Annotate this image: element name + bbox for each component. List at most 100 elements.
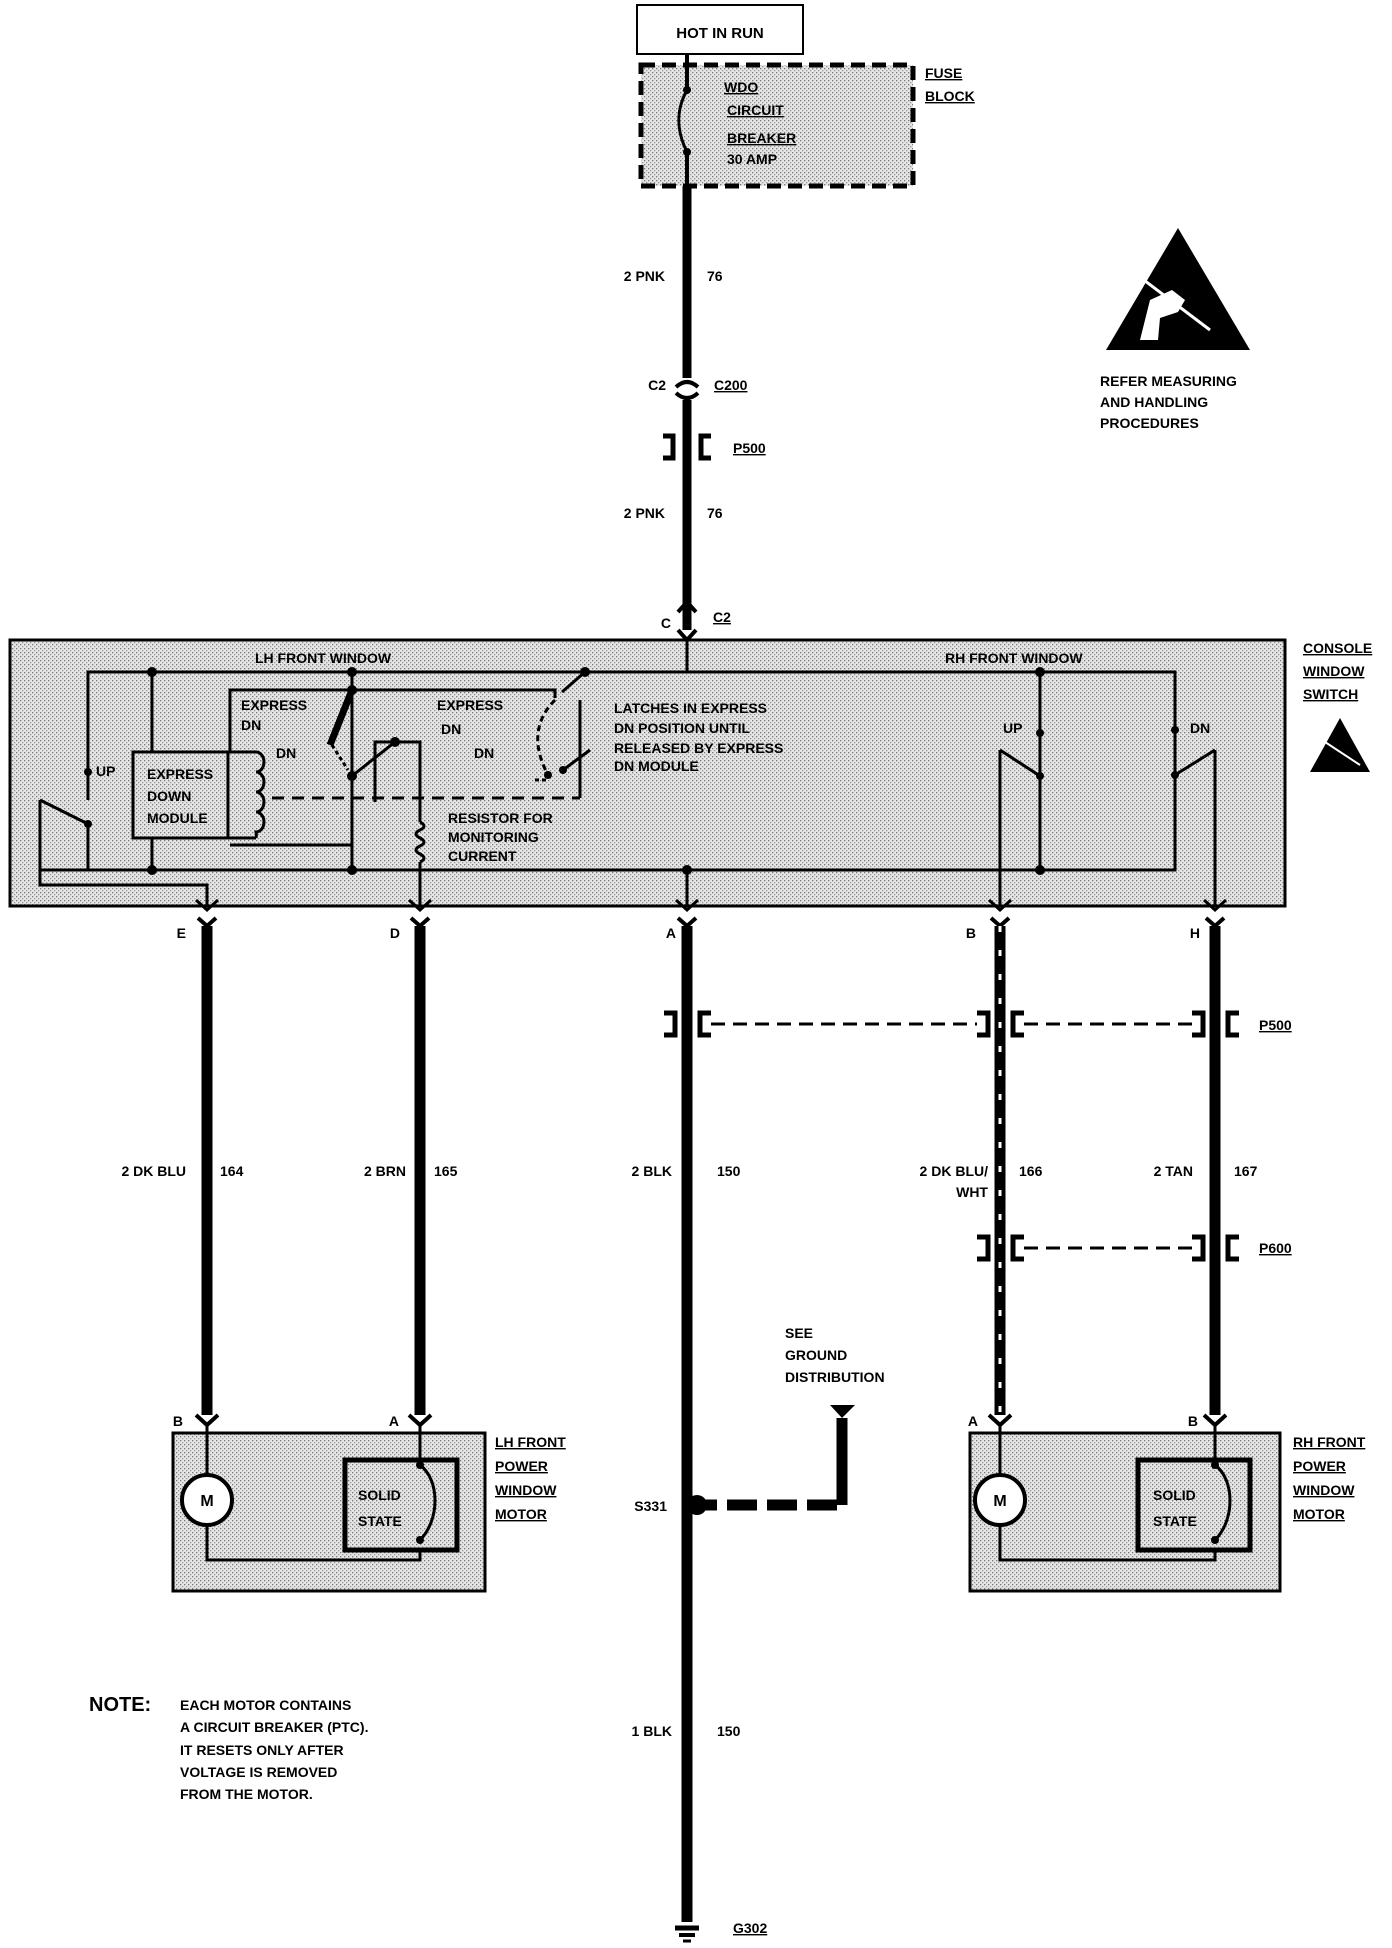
rh-dn-label: DN — [1190, 720, 1210, 736]
module-line-3: MODULE — [147, 810, 208, 826]
rh-up-label: UP — [1003, 720, 1022, 736]
rh-front-power-window-motor: A B M SOLID STATE RH FRONT POWER WINDOW … — [968, 1413, 1366, 1593]
note-line-1: EACH MOTOR CONTAINS — [180, 1697, 351, 1713]
lh-motor-symbol: M — [200, 1493, 213, 1510]
wire-d-pin: D — [390, 925, 400, 941]
ground-wire-circuit: 150 — [717, 1723, 741, 1739]
rh-solid-state-1: SOLID — [1153, 1487, 1196, 1503]
latch-note-3: RELEASED BY EXPRESS — [614, 740, 783, 756]
feed-upper-circuit: 76 — [707, 268, 723, 284]
motor-icon — [973, 1473, 1027, 1527]
rh-motor-name-3: WINDOW — [1293, 1482, 1355, 1498]
ground-icon — [675, 1925, 699, 1943]
lh-up-label: UP — [96, 763, 115, 779]
lh-solid-state-1: SOLID — [358, 1487, 401, 1503]
resistor-note-2: MONITORING — [448, 829, 539, 845]
ptc-breaker-icon — [1213, 1463, 1232, 1542]
p500-top-label: P500 — [733, 440, 766, 456]
lh-motor-pin-a: A — [389, 1413, 399, 1429]
lh-window-title: LH FRONT WINDOW — [255, 650, 392, 666]
see-line-1: SEE — [785, 1325, 813, 1341]
fuse-block-name-2: BLOCK — [925, 88, 975, 104]
express-dn-2-line-1: EXPRESS — [437, 697, 503, 713]
rh-motor-pin-a: A — [968, 1413, 978, 1429]
wire-d-circuit: 165 — [434, 1163, 458, 1179]
wire-b-pin: B — [966, 925, 976, 941]
wire-e-gauge: 2 DK BLU — [121, 1163, 186, 1179]
switch-top-cavity: C — [661, 615, 671, 631]
lh-motor-name-4: MOTOR — [495, 1506, 547, 1522]
wire-h-pin: H — [1190, 925, 1200, 941]
breaker-line-2: CIRCUIT — [727, 102, 784, 118]
p600-label: P600 — [1259, 1240, 1292, 1256]
output-wires: E 2 DK BLU 164 D 2 BRN 165 A 2 BLK 150 B… — [121, 898, 1258, 1922]
wire-a-gauge: 2 BLK — [632, 1163, 672, 1179]
note-block: NOTE: EACH MOTOR CONTAINS A CIRCUIT BREA… — [89, 1694, 368, 1802]
feed-lower-circuit: 76 — [707, 505, 723, 521]
switch-top-connector: C2 — [713, 609, 731, 625]
fuse-block: WDO CIRCUIT BREAKER 30 AMP FUSE BLOCK — [638, 55, 975, 189]
note-line-4: VOLTAGE IS REMOVED — [180, 1764, 337, 1780]
wire-a-circuit: 150 — [717, 1163, 741, 1179]
feed-upper-gauge: 2 PNK — [624, 268, 665, 284]
latch-note-1: LATCHES IN EXPRESS — [614, 700, 767, 716]
wire-d-gauge: 2 BRN — [364, 1163, 406, 1179]
note-line-2: A CIRCUIT BREAKER (PTC). — [180, 1719, 368, 1735]
esd-note-1: REFER MEASURING — [1100, 373, 1237, 389]
lh-motor-name-3: WINDOW — [495, 1482, 557, 1498]
note-line-3: IT RESETS ONLY AFTER — [180, 1742, 344, 1758]
dn-label-b: DN — [474, 745, 494, 761]
lh-motor-name-1: LH FRONT — [495, 1434, 566, 1450]
wire-e-circuit: 164 — [220, 1163, 244, 1179]
fuse-block-name-1: FUSE — [925, 65, 962, 81]
latch-note-4: DN MODULE — [614, 758, 699, 774]
rh-motor-pin-b: B — [1188, 1413, 1198, 1429]
ptc-breaker-icon — [418, 1463, 437, 1542]
module-line-2: DOWN — [147, 788, 191, 804]
lh-motor-pin-b: B — [173, 1413, 183, 1429]
note-line-5: FROM THE MOTOR. — [180, 1786, 313, 1802]
lh-front-power-window-motor: B A M SOLID STATE LH FRONT POWER WINDOW … — [171, 1413, 566, 1593]
breaker-line-4: 30 AMP — [727, 151, 777, 167]
esd-note-2: AND HANDLING — [1100, 394, 1208, 410]
lh-solid-state-2: STATE — [358, 1513, 402, 1529]
wire-b-gauge: 2 DK BLU/ — [920, 1163, 989, 1179]
rh-motor-name-2: POWER — [1293, 1458, 1346, 1474]
switch-name-2: WINDOW — [1303, 663, 1365, 679]
p500-connector-row — [664, 1010, 1239, 1038]
rh-motor-name-4: MOTOR — [1293, 1506, 1345, 1522]
wire-e-pin: E — [177, 925, 186, 941]
rh-motor-name-1: RH FRONT — [1293, 1434, 1366, 1450]
module-line-1: EXPRESS — [147, 766, 213, 782]
dn-label-a: DN — [276, 745, 296, 761]
splice-s331 — [687, 1495, 707, 1515]
wire-b-gauge-2: WHT — [956, 1184, 988, 1200]
express-down-module — [131, 750, 230, 840]
esd-note-3: PROCEDURES — [1100, 415, 1199, 431]
resistor-icon — [414, 820, 426, 864]
switch-name-1: CONSOLE — [1303, 640, 1372, 656]
see-line-2: GROUND — [785, 1347, 847, 1363]
wire-h-gauge: 2 TAN — [1154, 1163, 1193, 1179]
breaker-line-1: WDO — [724, 79, 758, 95]
splice-label: S331 — [634, 1498, 667, 1514]
console-window-switch: CONSOLE WINDOW SWITCH LH FRONT WINDOW RH… — [8, 638, 1372, 908]
power-source-box: HOT IN RUN — [636, 4, 804, 55]
relay-coil-icon — [254, 750, 266, 839]
rh-window-title: RH FRONT WINDOW — [945, 650, 1083, 666]
c200-pin: C2 — [648, 377, 666, 393]
c200-label: C200 — [714, 377, 748, 393]
rh-motor-symbol: M — [993, 1493, 1006, 1510]
wire-b-circuit: 166 — [1019, 1163, 1043, 1179]
esd-warning-icon — [1106, 228, 1250, 350]
resistor-note-1: RESISTOR FOR — [448, 810, 553, 826]
note-heading: NOTE: — [89, 1694, 151, 1716]
feed-wire: 2 PNK 76 C2 C200 P500 2 PNK 76 C C2 — [624, 186, 766, 643]
wire-a-pin: A — [666, 925, 676, 941]
power-source-label: HOT IN RUN — [676, 25, 764, 42]
p600-connector-row — [977, 1234, 1239, 1262]
express-dn-2-line-2: DN — [441, 721, 461, 737]
ground-point-label: G302 — [733, 1920, 767, 1936]
express-dn-1-line-2: DN — [241, 717, 261, 733]
